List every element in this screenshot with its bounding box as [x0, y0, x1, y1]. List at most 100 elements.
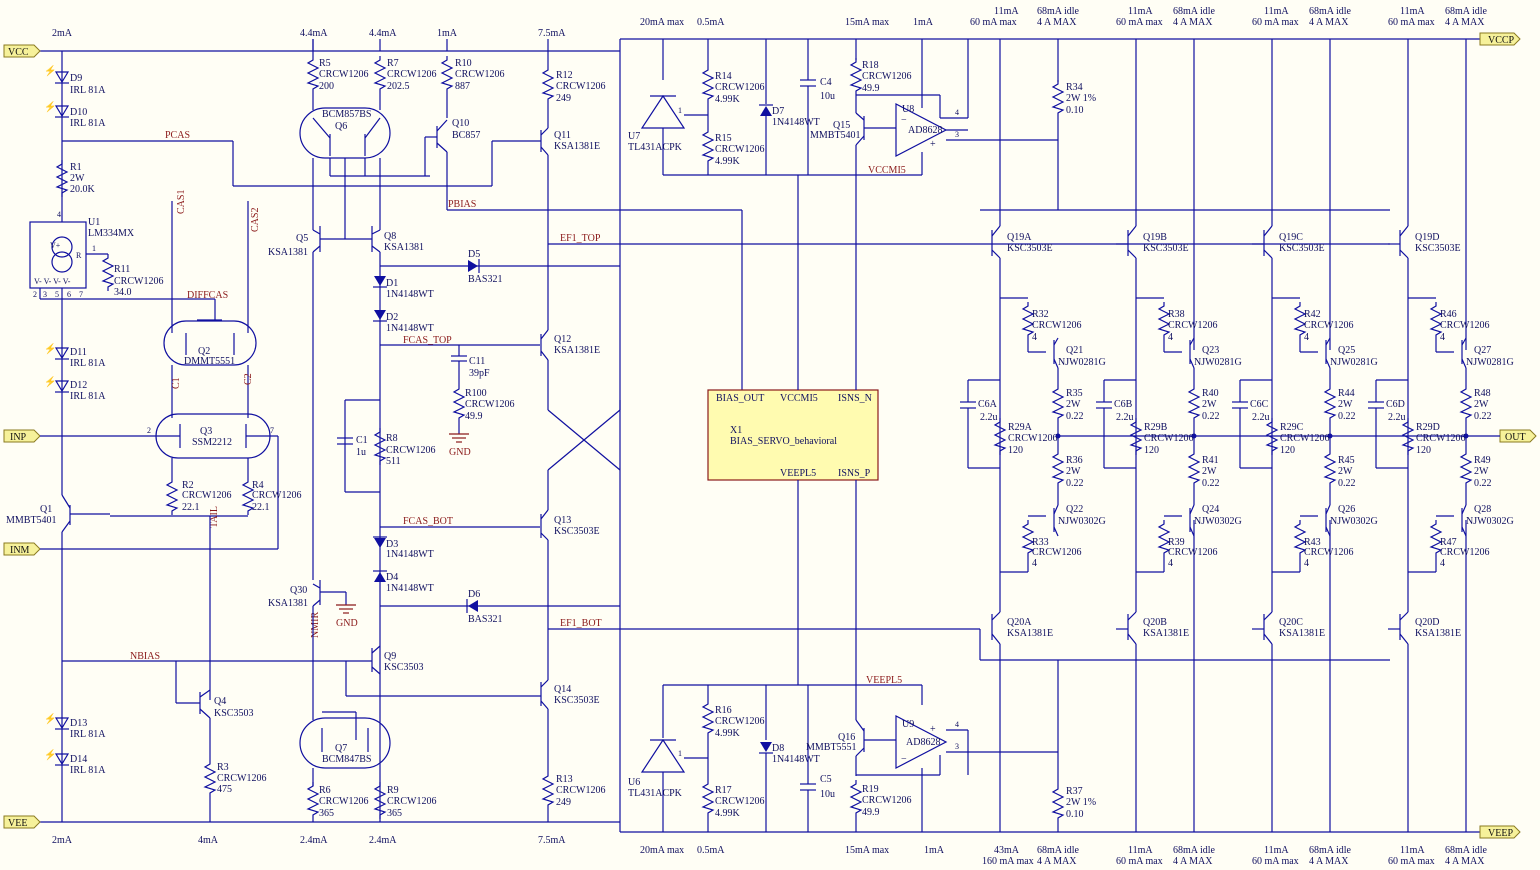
svg-text:6: 6 — [67, 290, 71, 299]
svg-text:D1: D1 — [386, 278, 398, 289]
svg-text:MMBT5551: MMBT5551 — [806, 742, 857, 753]
svg-text:BAS321: BAS321 — [468, 614, 502, 625]
current-label: 0.5mA — [697, 17, 725, 28]
sense-resistors: R34 2W 1% 0.10 R37 2W 1% 0.10 — [1052, 39, 1096, 832]
resistor-label: 120 — [1416, 445, 1431, 456]
resistor-label: 0.22 — [1474, 478, 1492, 489]
svg-text:2W: 2W — [70, 173, 85, 184]
svg-text:TL431ACPK: TL431ACPK — [628, 788, 683, 799]
svg-text:4.99K: 4.99K — [715, 808, 741, 819]
svg-text:CRCW1206: CRCW1206 — [114, 276, 163, 287]
svg-text:CRCW1206: CRCW1206 — [862, 71, 911, 82]
input-bias-column: ⚡ D9 IRL 81A ⚡ D10 IRL 81A PCAS R1 2W 20… — [6, 51, 492, 822]
svg-text:VEEPL5: VEEPL5 — [780, 468, 816, 479]
svg-text:ISNS_P: ISNS_P — [838, 468, 871, 479]
resistor-label: 0.22 — [1202, 478, 1220, 489]
svg-text:1N4148WT: 1N4148WT — [772, 117, 820, 128]
transistor-q16: Q16 MMBT5551 — [806, 719, 896, 757]
ccs-u1: V+R V- V- V- V- U1 LM334MX 1 4 — [29, 210, 135, 289]
svg-text:Q7: Q7 — [335, 743, 347, 754]
port-vee-label: VEE — [8, 818, 27, 829]
transistor-label: NJW0302G — [1466, 516, 1514, 527]
resistor-label: 4 — [1032, 332, 1037, 343]
resistor-label: CRCW1206 — [1032, 547, 1081, 558]
svg-text:MMBT5401: MMBT5401 — [6, 515, 57, 526]
svg-text:4: 4 — [955, 720, 959, 729]
svg-text:X1: X1 — [730, 425, 742, 436]
svg-text:68mA idle: 68mA idle — [1445, 6, 1488, 17]
svg-text:511: 511 — [386, 456, 401, 467]
capacitor-label: C6C — [1250, 399, 1269, 410]
svg-text:D3: D3 — [386, 539, 398, 550]
resistor-label: R33 — [1032, 537, 1049, 548]
svg-text:IRL 81A: IRL 81A — [70, 765, 106, 776]
svg-text:D2: D2 — [386, 312, 398, 323]
resistor-label: 4 — [1032, 558, 1037, 569]
svg-text:SSM2212: SSM2212 — [192, 437, 232, 448]
resistor-label: 2W — [1202, 466, 1217, 477]
svg-text:4 A MAX: 4 A MAX — [1309, 856, 1349, 867]
svg-text:68mA idle: 68mA idle — [1173, 6, 1216, 17]
svg-text:⚡: ⚡ — [44, 342, 56, 355]
svg-text:BCM847BS: BCM847BS — [322, 754, 371, 765]
svg-text:VCCMI5: VCCMI5 — [780, 393, 818, 404]
svg-text:BIAS_SERVO_behavioral: BIAS_SERVO_behavioral — [730, 436, 837, 447]
resistor-label: 2W — [1066, 399, 1081, 410]
resistor-r19: R19 CRCW1206 49.9 — [850, 779, 911, 818]
svg-text:68mA idle: 68mA idle — [1309, 845, 1352, 856]
transistor-label: NJW0281G — [1466, 357, 1514, 368]
svg-text:Q12: Q12 — [554, 334, 571, 345]
svg-text:BIAS_OUT: BIAS_OUT — [716, 393, 764, 404]
svg-text:R1: R1 — [70, 162, 82, 173]
svg-text:7: 7 — [270, 426, 274, 435]
net-pbias: PBIAS — [448, 199, 476, 210]
svg-text:4.99K: 4.99K — [715, 94, 741, 105]
transistor-label: NJW0281G — [1330, 357, 1378, 368]
svg-text:⚡: ⚡ — [44, 64, 56, 77]
svg-text:C1: C1 — [356, 435, 368, 446]
current-label: 1mA — [913, 17, 934, 28]
resistor-r100: R100 CRCW1206 49.9 — [453, 384, 514, 423]
capacitor-label: C6B — [1114, 399, 1133, 410]
resistor-label: R49 — [1474, 455, 1491, 466]
svg-text:22.1: 22.1 — [182, 502, 200, 513]
svg-text:CRCW1206: CRCW1206 — [715, 82, 764, 93]
transistor-label: Q19B — [1143, 232, 1167, 243]
svg-text:R11: R11 — [114, 264, 130, 275]
svg-text:CRCW1206: CRCW1206 — [862, 795, 911, 806]
svg-text:Q3: Q3 — [200, 426, 212, 437]
resistor-label: 4 — [1168, 558, 1173, 569]
port-vcc: VCC — [3, 44, 41, 58]
svg-text:Q15: Q15 — [833, 120, 850, 131]
rail-wires — [40, 38, 1480, 833]
port-inm: INM — [3, 542, 278, 556]
svg-text:68mA idle: 68mA idle — [1173, 845, 1216, 856]
svg-text:VCCMI5: VCCMI5 — [868, 165, 906, 176]
svg-text:Q5: Q5 — [296, 233, 308, 244]
transistor-q4: Q4 KSC3503 — [175, 661, 253, 719]
svg-text:2W 1%: 2W 1% — [1066, 93, 1096, 104]
svg-text:1: 1 — [678, 749, 682, 758]
transistor-label: NJW0302G — [1330, 516, 1378, 527]
resistor-label: R43 — [1304, 537, 1321, 548]
svg-text:4: 4 — [57, 210, 61, 219]
svg-text:49.9: 49.9 — [862, 83, 880, 94]
resistor-label: R36 — [1066, 455, 1083, 466]
svg-text:1: 1 — [92, 244, 96, 253]
svg-text:4 A MAX: 4 A MAX — [1309, 17, 1349, 28]
svg-text:CRCW1206: CRCW1206 — [319, 796, 368, 807]
capacitor-label: 2.2u — [1116, 412, 1134, 423]
svg-text:D10: D10 — [70, 107, 87, 118]
resistor-r13: R13 CRCW1206 249 — [542, 771, 605, 810]
svg-text:4 A MAX: 4 A MAX — [1037, 856, 1077, 867]
transistor-q30: GND Q30 KSA1381 — [268, 580, 358, 629]
svg-text:CRCW1206: CRCW1206 — [715, 144, 764, 155]
svg-text:D11: D11 — [70, 347, 87, 358]
transistor-label: KSC3503E — [1143, 243, 1189, 254]
svg-text:11mA: 11mA — [994, 6, 1019, 17]
svg-text:Q2: Q2 — [198, 346, 210, 357]
svg-text:0.10: 0.10 — [1066, 809, 1084, 820]
